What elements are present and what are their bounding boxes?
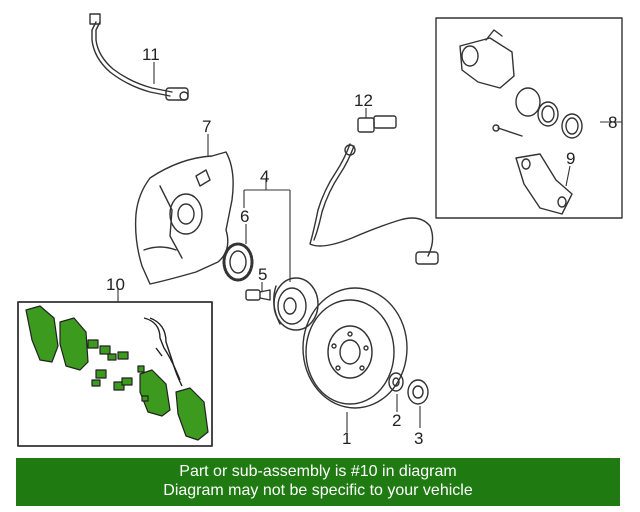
- callout-5: 5: [258, 265, 267, 284]
- callout-6: 6: [240, 207, 249, 226]
- anti-rattle-spring[interactable]: [143, 317, 183, 387]
- pad-kit-box: [17, 301, 213, 447]
- leader-lines: [117, 62, 622, 432]
- hub-bolt[interactable]: [245, 289, 271, 301]
- callout-3: 3: [414, 429, 423, 448]
- dust-shield[interactable]: [134, 151, 234, 285]
- caliper-piston[interactable]: [515, 87, 583, 139]
- brake-hose[interactable]: [89, 13, 189, 101]
- callout-9: 9: [566, 149, 575, 168]
- hub-nut[interactable]: [388, 372, 404, 392]
- callout-12: 12: [354, 91, 373, 110]
- caliper-bracket[interactable]: [515, 153, 573, 215]
- callout-11: 11: [142, 45, 160, 64]
- callout-7: 7: [202, 117, 211, 136]
- footer-banner: Part or sub-assembly is #10 in diagram D…: [16, 458, 620, 506]
- wheel-hub[interactable]: [273, 277, 319, 331]
- footer-line-2: Diagram may not be specific to your vehi…: [163, 482, 473, 499]
- abs-tone-ring[interactable]: [222, 242, 254, 282]
- parts-diagram: 1 2 3 4 5 6 7 8 9 10 11 12: [17, 13, 623, 448]
- callout-1: 1: [342, 429, 351, 448]
- guide-pin[interactable]: [492, 124, 523, 137]
- brake-rotor[interactable]: [302, 287, 408, 409]
- hub-cap[interactable]: [407, 379, 429, 405]
- brake-pad-kit[interactable]: [25, 305, 209, 441]
- callout-8: 8: [608, 113, 617, 132]
- brake-caliper[interactable]: [459, 29, 515, 89]
- callout-4: 4: [260, 167, 269, 186]
- caliper-box: [435, 17, 623, 219]
- footer-line-1: Part or sub-assembly is #10 in diagram: [179, 463, 457, 480]
- abs-sensor[interactable]: [309, 115, 439, 265]
- callout-10: 10: [106, 275, 125, 294]
- callout-2: 2: [392, 411, 401, 430]
